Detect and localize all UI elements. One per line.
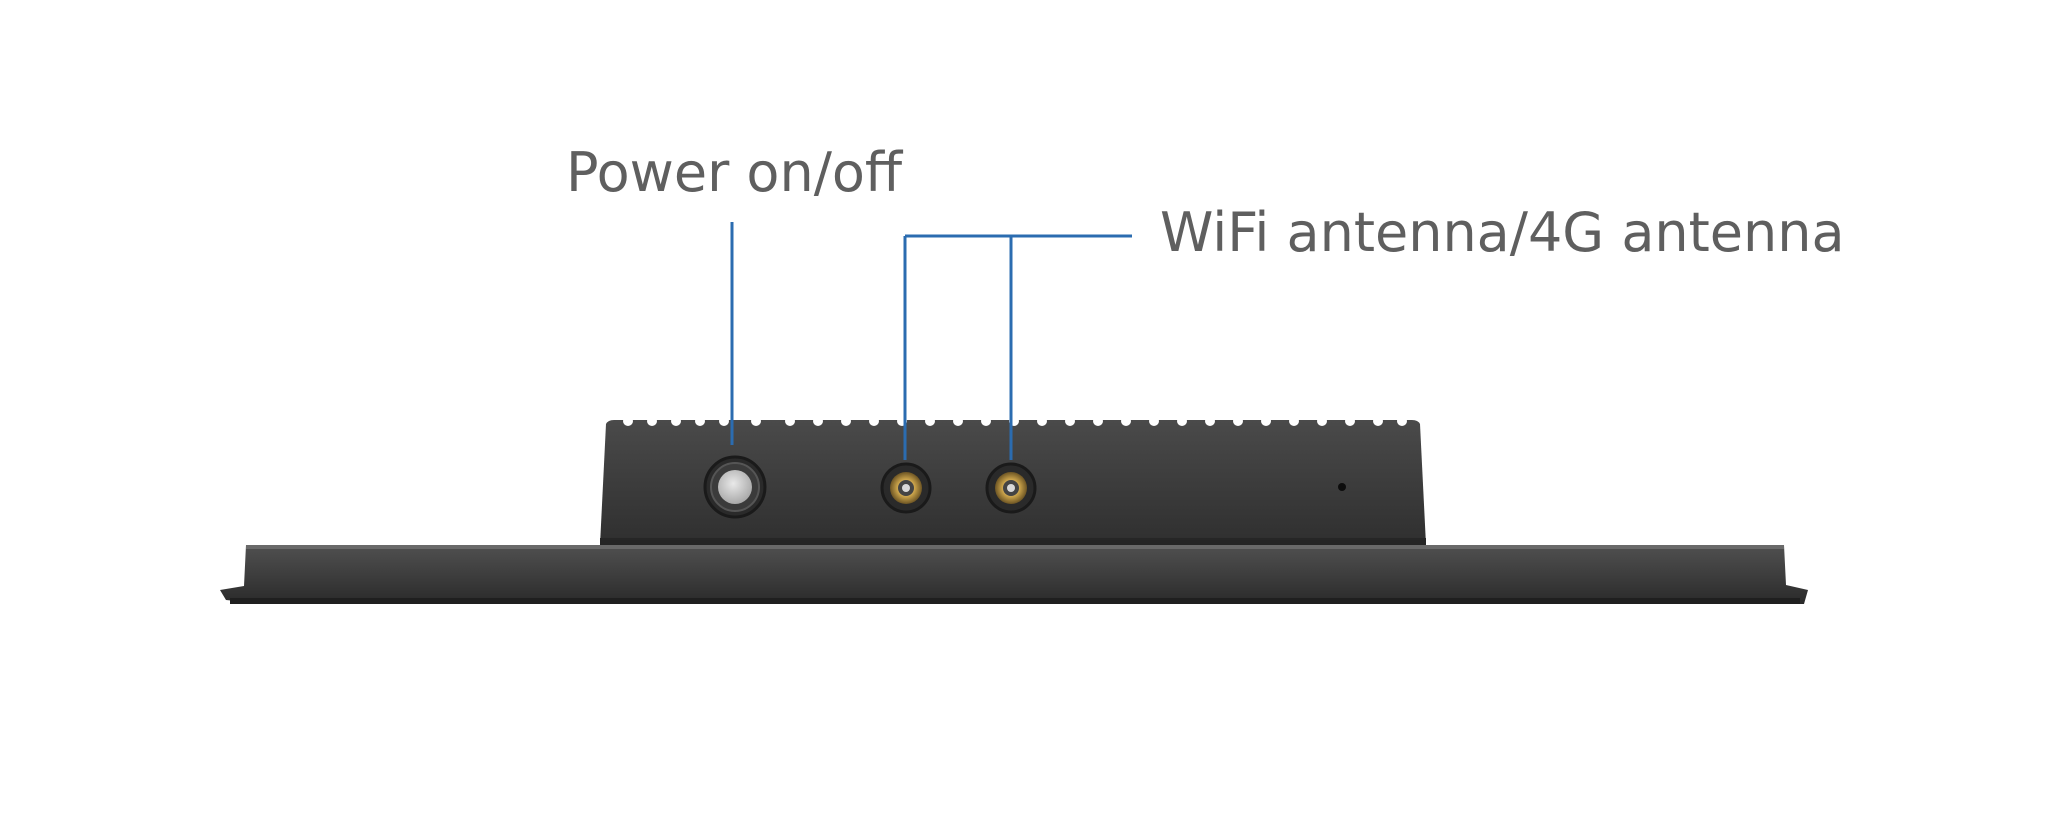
antenna-label: WiFi antenna/4G antenna — [1160, 201, 1845, 264]
indicator-hole — [1338, 483, 1346, 491]
base-plate — [220, 545, 1808, 604]
antenna-port-2 — [985, 462, 1037, 514]
vent-scallops — [623, 416, 1407, 426]
antenna-port-1 — [880, 462, 932, 514]
power-label: Power on/off — [566, 141, 903, 204]
power-button — [703, 455, 767, 519]
callout-lines — [730, 222, 1132, 460]
